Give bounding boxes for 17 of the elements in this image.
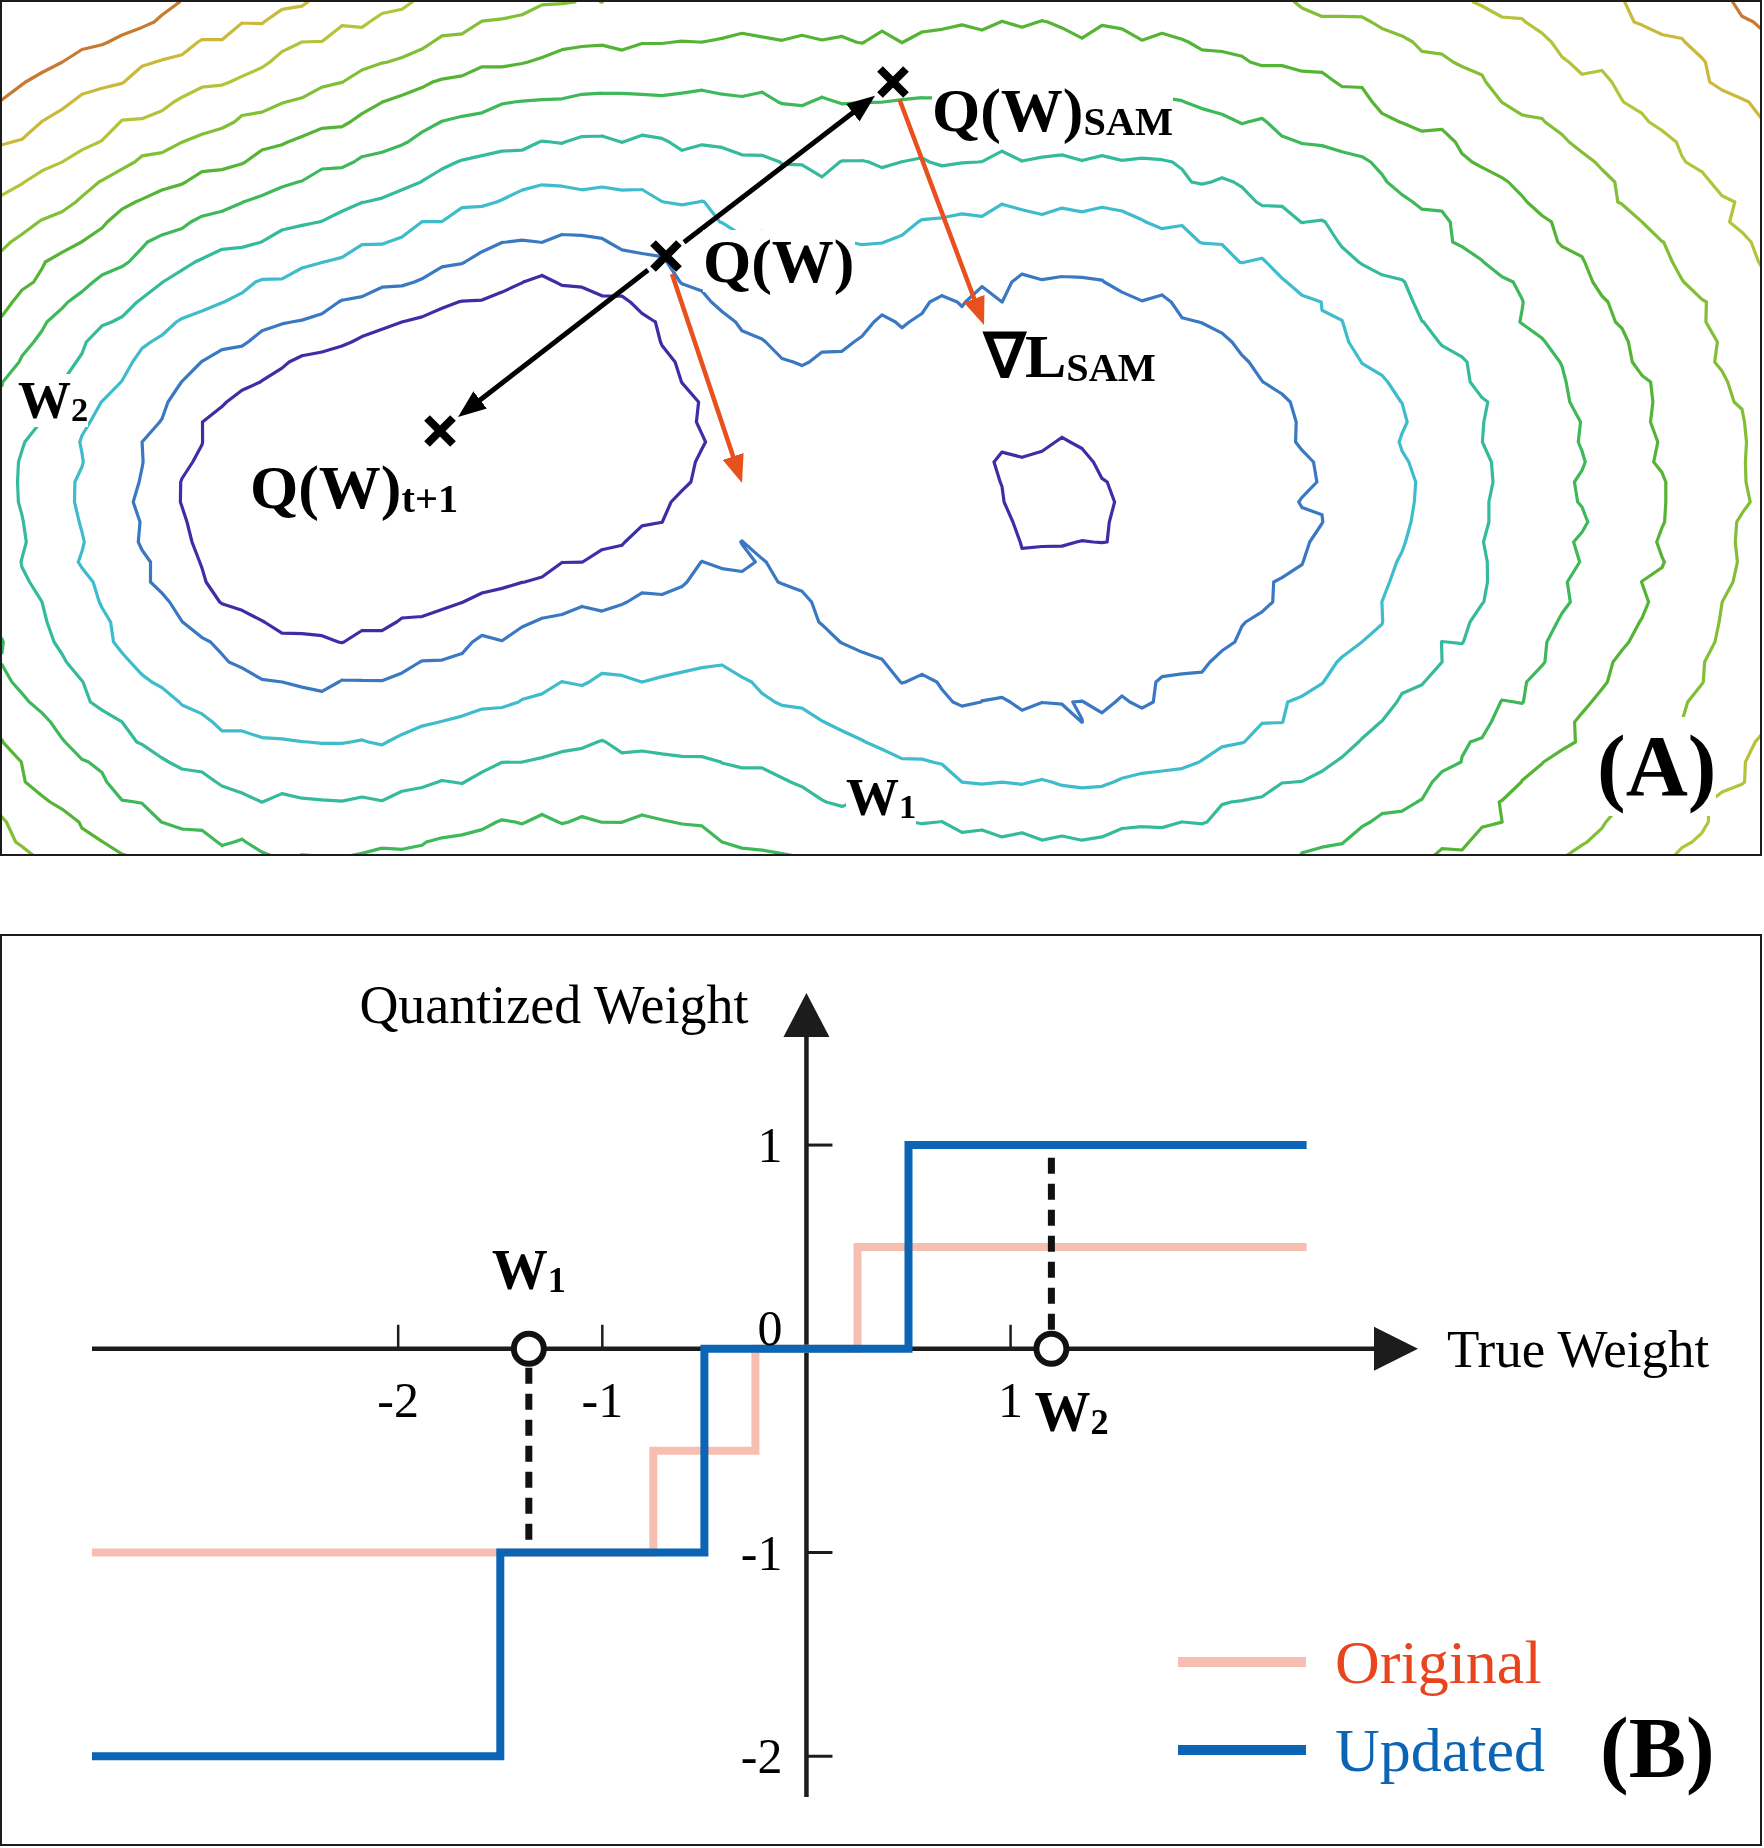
arrow <box>458 267 650 418</box>
tick-label: 0 <box>757 1302 783 1353</box>
point-label: W$_{1}$ <box>491 1241 566 1298</box>
arrow <box>669 273 744 483</box>
tick-label: -1 <box>581 1374 624 1425</box>
arrow <box>682 95 875 245</box>
tick-label: -1 <box>740 1527 783 1578</box>
axis-title: True Weight <box>1447 1322 1710 1376</box>
panel-label: (A) <box>1597 717 1717 816</box>
tick-label: 1 <box>757 1120 783 1171</box>
point-label: W$_{2}$ <box>1034 1383 1109 1440</box>
tick-label: -2 <box>740 1731 783 1782</box>
tick-label: -2 <box>377 1374 419 1425</box>
axis-label: W$_{2}$ <box>18 374 89 427</box>
tick-label: 1 <box>998 1374 1024 1425</box>
panel-frame <box>0 934 1762 1846</box>
arrow <box>897 99 985 325</box>
